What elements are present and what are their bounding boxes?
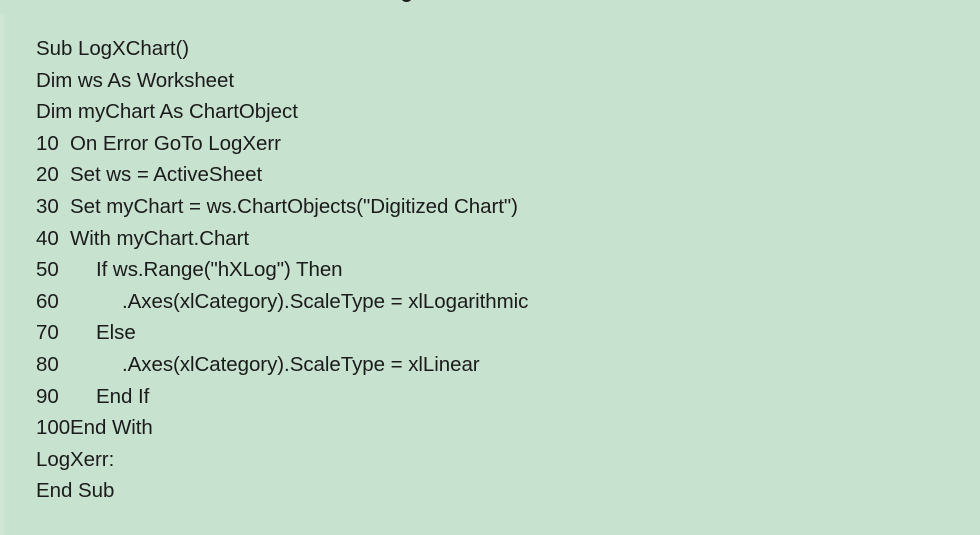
code-line-number: 80 [36, 352, 59, 376]
code-line-text: .Axes(xlCategory).ScaleType = xlLinear [122, 352, 480, 376]
code-line-text: Set myChart = ws.ChartObjects("Digitized… [70, 194, 518, 218]
code-line: 20 Set ws = ActiveSheet [36, 159, 946, 191]
code-line-text: On Error GoTo LogXerr [70, 131, 281, 155]
code-line-text: Sub LogXChart() [36, 37, 190, 60]
code-line-number: 20 [36, 163, 59, 187]
code-line-text: Else [96, 321, 136, 345]
code-line-number: 60 [36, 289, 59, 313]
code-line: Dim ws As Worksheet [36, 65, 946, 97]
code-line-number: 50 [36, 258, 59, 282]
code-line-number: 10 [36, 131, 59, 155]
code-line-text: End Sub [36, 479, 115, 503]
code-line: 30 Set myChart = ws.ChartObjects("Digitiz… [36, 191, 946, 223]
code-line-text: .Axes(xlCategory).ScaleType = xlLogarith… [122, 289, 529, 313]
code-line: 70 Else [36, 317, 946, 349]
code-line-number: 100 [36, 416, 71, 440]
code-line-text: Dim myChart As ChartObject [36, 100, 298, 124]
code-line-number: 70 [36, 321, 59, 345]
code-line-text: End With [70, 416, 153, 440]
left-edge-strip [0, 14, 4, 535]
code-line: LogXerr: [36, 444, 946, 476]
code-line-text: With myChart.Chart [70, 226, 250, 250]
code-line: Sub LogXChart() [36, 33, 946, 65]
code-line-text: Dim ws As Worksheet [36, 68, 235, 92]
code-line-number: 30 [36, 194, 59, 218]
code-line: 80 .Axes(xlCategory).ScaleType = xlLinear [36, 349, 946, 381]
code-line: 50 If ws.Range("hXLog") Then [36, 254, 946, 286]
code-line-text: Set ws = ActiveSheet [70, 163, 263, 187]
code-line-text: End If [96, 384, 150, 408]
code-line-text: LogXerr: [36, 447, 115, 471]
code-line-number: 40 [36, 226, 59, 250]
code-line: 60 .Axes(xlCategory).ScaleType = xlLogari… [36, 286, 946, 318]
code-line-number: 90 [36, 384, 59, 408]
code-line: 10 On Error GoTo LogXerr [36, 128, 946, 160]
code-line: Dim myChart As ChartObject [36, 96, 946, 128]
code-line: End Sub [36, 475, 946, 507]
code-line: 90 End If [36, 381, 946, 413]
code-line: 40 With myChart.Chart [36, 223, 946, 255]
code-line-text: If ws.Range("hXLog") Then [96, 258, 343, 282]
clipped-title-fragment [401, 0, 412, 2]
